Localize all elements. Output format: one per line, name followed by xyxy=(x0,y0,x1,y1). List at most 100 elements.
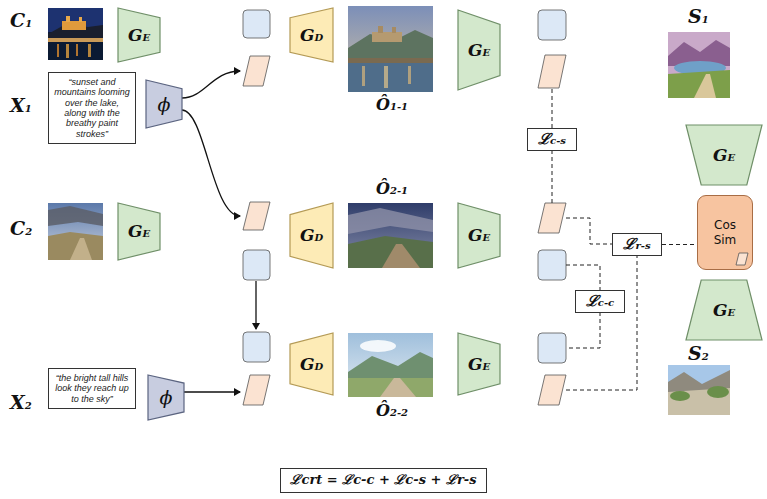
image-encoder-outline xyxy=(458,10,500,90)
output-image-o22 xyxy=(348,352,433,380)
image-encoder-text: GE xyxy=(128,222,150,241)
cosine-similarity-box-text: Cos Sim xyxy=(708,218,742,247)
image-encoder-text: GE xyxy=(713,146,735,165)
latent-codes xyxy=(243,250,270,280)
style-image-s2 xyxy=(668,365,730,415)
style-image-s2 xyxy=(668,365,730,415)
style-image-s2 xyxy=(670,391,690,401)
output-image-o21 xyxy=(348,203,433,268)
loss-box-text: ℒr-s xyxy=(623,236,650,253)
output-image-o11 xyxy=(348,30,433,60)
image-decoder-outline xyxy=(290,333,333,395)
output-image-o21 xyxy=(348,203,433,268)
latent-codes xyxy=(538,55,566,88)
latent-codes xyxy=(538,10,566,40)
output-image-o11 xyxy=(378,26,383,33)
image-encoder-outline xyxy=(118,8,160,62)
text-encoder-outline xyxy=(146,80,182,128)
output-image-o11 xyxy=(384,66,388,88)
text-encoder-text: ϕ xyxy=(158,94,171,115)
text-encoder: ϕ xyxy=(146,80,182,128)
image-encoder-outline xyxy=(686,125,762,185)
image-decoder: GD xyxy=(290,333,333,395)
output-image-o22 xyxy=(360,340,396,352)
loss-box-text: ℒc-s xyxy=(538,131,566,148)
image-encoder: GE xyxy=(458,10,500,90)
image-decoder-outline xyxy=(290,8,333,62)
content-image-c2 xyxy=(48,206,103,226)
style-image-s1 xyxy=(694,74,716,98)
output-image-o11 xyxy=(372,32,402,42)
latent-codes xyxy=(243,332,270,362)
loss-box: ℒc-s xyxy=(527,128,577,151)
latent-codes xyxy=(538,250,566,280)
image-decoder-text: GD xyxy=(300,355,323,374)
latent-codes xyxy=(243,10,270,38)
flow-arrows xyxy=(182,110,240,216)
text-encoder-text: ϕ xyxy=(160,387,173,408)
image-encoder-outline xyxy=(118,203,160,260)
latent-codes xyxy=(538,375,566,405)
loss-formula-box-text: ℒcrt = ℒc-c + ℒc-s + ℒr-s xyxy=(290,471,476,489)
loss-leader-lines xyxy=(566,218,612,244)
latent-icon xyxy=(735,252,749,266)
image-encoder-outline xyxy=(458,333,500,395)
latent-codes xyxy=(538,333,566,363)
content-image-c1 xyxy=(79,17,82,22)
image-decoder-outline xyxy=(290,203,333,268)
loss-formula-box: ℒcrt = ℒc-c + ℒc-s + ℒr-s xyxy=(280,468,487,493)
loss-leader-lines xyxy=(552,150,553,203)
text-prompt-box-text: “the bright tall hills look they reach u… xyxy=(54,373,130,404)
flow-arrows xyxy=(182,71,256,392)
content-image-c1 xyxy=(62,21,86,30)
image-encoder: GE xyxy=(686,280,762,340)
image-encoder-text: GE xyxy=(468,226,490,245)
image-decoder-text: GD xyxy=(300,26,323,45)
output-image-o21 xyxy=(382,244,420,268)
image-encoder-text: GE xyxy=(468,41,490,60)
content-image-c1 xyxy=(48,8,103,60)
flow-arrows xyxy=(255,281,256,329)
loss-leader-lines xyxy=(566,255,637,390)
latent-icon xyxy=(736,253,748,265)
image-encoder: GE xyxy=(458,203,500,268)
output-image-o11 xyxy=(362,66,365,86)
content-image-c2 xyxy=(48,203,103,260)
output-image-o11 xyxy=(408,66,411,84)
image-decoder: GD xyxy=(290,8,333,62)
latent-codes xyxy=(243,10,566,405)
figure-label: X1 xyxy=(10,95,32,116)
content-image-c1 xyxy=(57,44,59,57)
content-image-c1 xyxy=(48,8,103,60)
content-image-c1 xyxy=(66,44,69,58)
image-encoder-outline xyxy=(686,280,762,340)
content-image-c1 xyxy=(66,16,70,22)
content-image-c1 xyxy=(48,38,103,42)
style-image-s1 xyxy=(668,32,730,98)
image-encoder: GE xyxy=(118,203,160,260)
loss-leader-lines xyxy=(566,312,600,348)
figure-label: Ô2-1 xyxy=(376,180,408,198)
content-image-c1 xyxy=(76,44,78,56)
loss-leader-lines xyxy=(552,89,553,128)
text-prompt-box: “sunset and mountains looming over the l… xyxy=(48,72,136,144)
output-image-o21 xyxy=(348,208,433,234)
output-image-o22 xyxy=(348,333,433,397)
figure-label: S2 xyxy=(688,343,709,364)
flow-arrows xyxy=(184,391,240,392)
output-image-o11 xyxy=(348,58,433,63)
output-image-o11 xyxy=(392,27,396,33)
text-encoder: ϕ xyxy=(148,375,184,420)
latent-codes xyxy=(243,202,270,230)
text-encoder-outline xyxy=(148,375,184,420)
latent-codes xyxy=(538,203,566,233)
output-image-o22 xyxy=(348,333,433,397)
image-encoder-text: GE xyxy=(468,355,490,374)
image-decoder: GD xyxy=(290,203,333,268)
content-image-c2 xyxy=(48,203,103,260)
loss-box-text: ℒc-c xyxy=(586,293,614,310)
figure-label: Ô2-2 xyxy=(376,402,408,420)
dashed-connector xyxy=(662,244,697,245)
flow-arrows xyxy=(182,71,240,98)
output-image-o11 xyxy=(348,6,433,92)
